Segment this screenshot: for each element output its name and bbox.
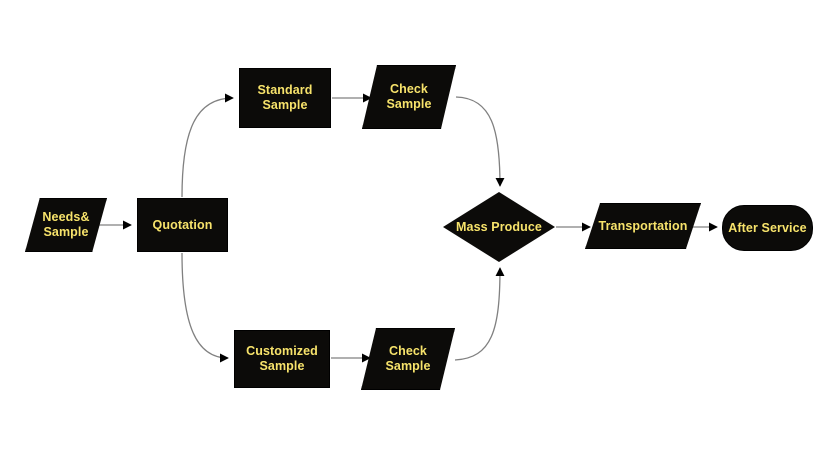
node-check-sample-bottom-label: Check Sample xyxy=(385,344,431,373)
node-after-service[interactable]: After Service xyxy=(722,205,813,251)
node-customized-sample-label: Customized Sample xyxy=(246,344,318,373)
edge-check-bottom-to-mass-produce xyxy=(454,267,505,361)
node-quotation-label: Quotation xyxy=(152,217,213,232)
node-customized-sample[interactable]: Customized Sample xyxy=(234,330,330,388)
edge-quotation-to-customized xyxy=(181,252,229,363)
node-mass-produce[interactable]: Mass Produce xyxy=(443,192,555,262)
node-mass-produce-label: Mass Produce xyxy=(456,219,542,234)
node-check-sample-bottom[interactable]: Check Sample xyxy=(361,328,455,390)
node-standard-sample[interactable]: Standard Sample xyxy=(239,68,331,128)
node-standard-sample-label: Standard Sample xyxy=(257,83,313,112)
node-quotation[interactable]: Quotation xyxy=(137,198,228,252)
node-needs-sample-label: Needs& Sample xyxy=(42,210,90,239)
edge-check-top-to-mass-produce xyxy=(455,96,505,187)
node-transportation[interactable]: Transportation xyxy=(585,203,701,249)
node-check-sample-top-label: Check Sample xyxy=(386,82,432,111)
node-transportation-label: Transportation xyxy=(598,218,688,233)
node-after-service-label: After Service xyxy=(728,220,807,235)
node-check-sample-top[interactable]: Check Sample xyxy=(362,65,456,129)
edge-quotation-to-standard xyxy=(181,93,234,198)
